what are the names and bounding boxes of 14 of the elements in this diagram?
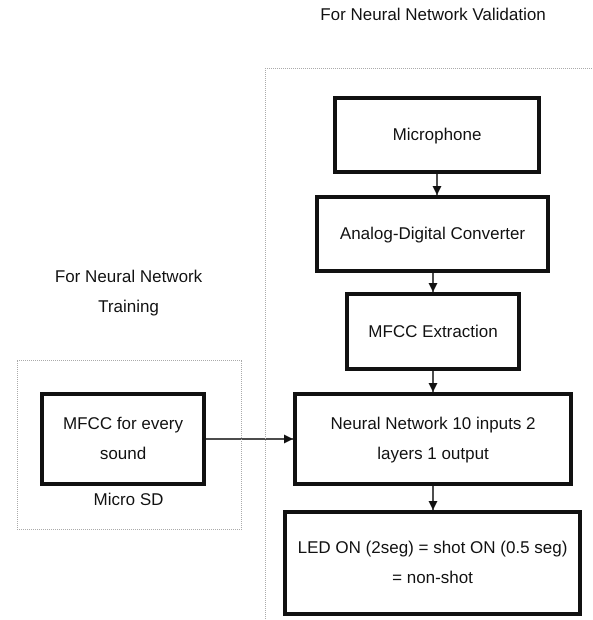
process-box: MFCC for every sound <box>40 392 206 486</box>
process-box: LED ON (2seg) = shot ON (0.5 seg) = non-shot <box>283 510 582 616</box>
group-heading: For Neural Network Training <box>54 266 204 318</box>
group-heading: For Neural Network Validation <box>320 4 546 26</box>
process-box: Microphone <box>333 96 541 174</box>
arrow <box>428 486 438 510</box>
storage-label: Micro SD <box>94 489 164 511</box>
process-box: MFCC Extraction <box>345 292 521 371</box>
process-box: Neural Network 10 inputs 2 layers 1 output <box>293 392 573 486</box>
process-box: Analog-Digital Converter <box>315 195 550 273</box>
arrow <box>432 174 442 195</box>
arrow <box>428 371 438 392</box>
arrow <box>428 273 438 292</box>
arrow <box>206 434 293 444</box>
